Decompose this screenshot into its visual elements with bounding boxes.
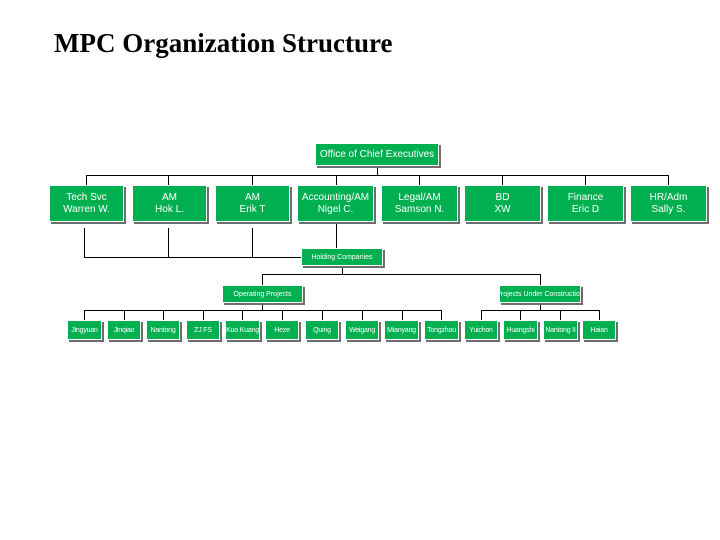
project-label: Weigang: [348, 326, 376, 334]
connector: [441, 310, 442, 320]
project-node: Haian: [582, 320, 616, 340]
connector: [362, 310, 363, 320]
connector: [168, 175, 169, 186]
department-head: Hok L.: [155, 203, 184, 215]
connector: [168, 228, 169, 258]
connector: [84, 228, 85, 258]
connector: [84, 310, 85, 320]
connector: [585, 175, 586, 186]
connector: [163, 310, 164, 320]
department-head: Samson N.: [394, 203, 445, 215]
connector: [124, 310, 125, 320]
department-role: Legal/AM: [398, 191, 441, 203]
project-label: Yuichon: [469, 326, 493, 334]
department-node: AM Hok L.: [132, 185, 207, 222]
operating-projects-node: Operating Projects: [222, 285, 303, 303]
project-label: Tongzhou: [427, 326, 456, 334]
department-node: Tech Svc Warren W.: [49, 185, 124, 222]
connector: [520, 310, 521, 320]
project-node: Mianyang: [384, 320, 419, 340]
connector: [560, 310, 561, 320]
department-role: Accounting/AM: [301, 191, 370, 203]
connector: [84, 310, 442, 311]
project-node: ZJ FS: [186, 320, 220, 340]
connector: [502, 175, 503, 186]
connector: [252, 175, 253, 186]
connector: [540, 274, 541, 285]
connector: [668, 175, 669, 186]
project-node: Nantong: [146, 320, 180, 340]
project-node: Heze: [265, 320, 299, 340]
operating-projects-label: Operating Projects: [233, 290, 292, 298]
connector: [262, 302, 263, 311]
department-role: AM: [162, 191, 177, 203]
project-label: Nantong II: [545, 326, 576, 334]
connector: [322, 310, 323, 320]
project-label: Haian: [590, 326, 608, 334]
project-label: Huangshi: [506, 326, 535, 334]
connector: [203, 310, 204, 320]
project-label: Quing: [313, 326, 331, 334]
department-head: Erik T: [239, 203, 266, 215]
department-head: Nigel C.: [317, 203, 354, 215]
department-node: HR/Adm Sally S.: [630, 185, 707, 222]
holding-companies-label: Holding Companies: [311, 253, 373, 261]
project-node: Weigang: [345, 320, 379, 340]
project-node: Tongzhou: [424, 320, 459, 340]
department-head: Sally S.: [651, 203, 686, 215]
connector: [419, 175, 420, 186]
department-node: Finance Eric D: [547, 185, 624, 222]
project-node: Quing: [305, 320, 339, 340]
connector: [377, 166, 378, 176]
connector: [481, 310, 482, 320]
construction-projects-label: Projects Under Construction: [499, 290, 581, 298]
connector: [402, 310, 403, 320]
department-node: AM Erik T: [215, 185, 290, 222]
connector: [262, 274, 263, 285]
project-node: Jingyuan: [67, 320, 102, 340]
department-node: Accounting/AM Nigel C.: [297, 185, 374, 222]
project-label: Kuo Kuang: [226, 326, 259, 334]
department-role: Finance: [567, 191, 604, 203]
department-role: AM: [245, 191, 260, 203]
connector: [262, 274, 541, 275]
project-node: Huangshi: [503, 320, 538, 340]
project-label: Mianyang: [387, 326, 416, 334]
connector: [336, 175, 337, 186]
department-head: Warren W.: [63, 203, 110, 215]
connector: [84, 257, 302, 258]
connector: [282, 310, 283, 320]
department-head: Eric D: [571, 203, 600, 215]
connector: [336, 222, 337, 248]
project-label: ZJ FS: [194, 326, 212, 334]
construction-projects-node: Projects Under Construction: [499, 285, 581, 303]
project-label: Heze: [274, 326, 290, 334]
project-node: Jinqiao: [107, 320, 141, 340]
connector: [481, 310, 600, 311]
holding-companies-node: Holding Companies: [301, 248, 383, 266]
connector: [242, 310, 243, 320]
connector: [599, 310, 600, 320]
department-node: BD XW: [464, 185, 541, 222]
connector: [252, 228, 253, 258]
page-title: MPC Organization Structure: [54, 28, 393, 58]
top-node-label: Office of Chief Executives: [319, 148, 435, 160]
department-role: HR/Adm: [649, 191, 688, 203]
project-label: Jinqiao: [113, 326, 135, 334]
project-label: Jingyuan: [71, 326, 98, 334]
department-head: XW: [494, 203, 511, 215]
department-role: BD: [495, 191, 510, 203]
project-label: Nantong: [150, 326, 176, 334]
project-node: Nantong II: [543, 320, 578, 340]
top-node: Office of Chief Executives: [315, 143, 439, 166]
project-node: Kuo Kuang: [225, 320, 260, 340]
connector: [86, 175, 87, 186]
project-node: Yuichon: [464, 320, 498, 340]
connector: [342, 266, 343, 275]
connector: [540, 302, 541, 311]
department-node: Legal/AM Samson N.: [381, 185, 458, 222]
department-role: Tech Svc: [66, 191, 107, 203]
